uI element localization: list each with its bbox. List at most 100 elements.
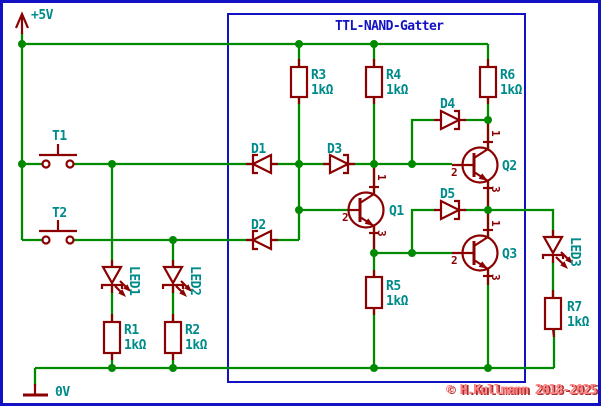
- switch-T2: T2: [39, 206, 77, 245]
- diode-D1: D1: [246, 142, 278, 175]
- r3-body: [289, 65, 309, 99]
- junction-dots: [18, 40, 492, 372]
- r4-body: [364, 65, 384, 99]
- diode-D3: D3: [323, 142, 355, 175]
- resistor-R1: R1 1kΩ: [102, 314, 147, 360]
- q2-ref-label: Q2: [502, 159, 517, 174]
- resistor-R2: R2 1kΩ: [163, 314, 208, 360]
- t2-ref-label: T2: [52, 206, 67, 221]
- led1-triangle-icon: [101, 265, 123, 286]
- junction: [484, 364, 492, 372]
- d3-ref-label: D3: [327, 142, 342, 157]
- wire-d5-branch: [410, 208, 436, 253]
- led2-arrowhead: [184, 284, 192, 292]
- d4-cathode-bar: [454, 109, 461, 131]
- r5-body: [364, 275, 384, 310]
- junction: [370, 364, 378, 372]
- d5-triangle-icon: [439, 199, 462, 221]
- q3-collector-diag: [473, 236, 489, 247]
- junction: [18, 40, 26, 48]
- junction: [295, 40, 303, 48]
- resistor-R4: R4 1kΩ: [364, 59, 409, 104]
- junction: [370, 40, 378, 48]
- q3-pin-emitter-num: 3: [489, 274, 502, 281]
- junction: [408, 160, 416, 168]
- t1-contact-right: [65, 159, 75, 169]
- switch-T1: T1: [39, 129, 77, 169]
- q2-pin-base-num: 2: [451, 166, 458, 179]
- led1-ref-label: LED1: [126, 266, 141, 296]
- led3-triangle-icon: [542, 235, 564, 256]
- r4-ref-label: R4: [386, 68, 401, 83]
- resistor-R3: R3 1kΩ: [289, 59, 334, 104]
- t2-contact-right: [65, 235, 75, 245]
- q2-collector-diag: [473, 148, 489, 159]
- led3-ref-label: LED3: [567, 237, 582, 266]
- junction: [169, 236, 177, 244]
- d2-triangle-icon: [250, 229, 273, 251]
- led1-arrowhead: [118, 289, 126, 297]
- gnd-symbol: 0V: [23, 384, 71, 400]
- r6-body: [478, 65, 498, 99]
- led1-arrowhead: [123, 284, 131, 292]
- r5-ref-label: R5: [386, 279, 401, 294]
- junction: [408, 249, 416, 257]
- d4-ref-label: D4: [440, 97, 455, 112]
- gnd-label: 0V: [55, 385, 70, 400]
- copyright-shadow: © H.Kullmann 2018-2025: [448, 384, 598, 399]
- q3-emitter-arrow: [478, 261, 488, 269]
- r2-body: [163, 320, 183, 355]
- q1-emitter-arrow: [364, 218, 374, 226]
- d1-cathode-bar: [251, 153, 258, 175]
- copyright-text: © H.Kullmann 2018-2025: [446, 383, 596, 398]
- r4-value-label: 1kΩ: [386, 83, 409, 98]
- q1-pin-collector-num: 1: [375, 174, 388, 181]
- r6-value-label: 1kΩ: [500, 83, 523, 98]
- gate-boundary-box: [227, 13, 526, 383]
- t2-contact-left: [41, 235, 51, 245]
- led2-ref-label: LED2: [187, 266, 202, 295]
- q1-pin-base-num: 2: [342, 211, 349, 224]
- q2-pin-emitter-num: 3: [489, 186, 502, 193]
- t1-ref-label: T1: [52, 129, 67, 144]
- junction: [484, 116, 492, 124]
- t1-contact-left: [41, 159, 51, 169]
- r7-pin: [551, 328, 556, 338]
- d5-cathode-bar: [454, 199, 461, 221]
- junction: [370, 249, 378, 257]
- led3-arrowhead: [560, 261, 568, 269]
- r1-body: [102, 320, 122, 355]
- led2-arrowhead: [179, 289, 187, 297]
- r2-value-label: 1kΩ: [185, 338, 208, 353]
- vcc-label: +5V: [31, 8, 54, 23]
- diode-D4: D4: [434, 97, 466, 131]
- r5-value-label: 1kΩ: [386, 294, 409, 309]
- wires: [20, 33, 556, 386]
- r7-value-label: 1kΩ: [567, 315, 590, 330]
- wire-d4-branch: [410, 118, 434, 164]
- resistor-R7: R7 1kΩ: [543, 290, 590, 338]
- junction: [108, 364, 116, 372]
- junction: [108, 160, 116, 168]
- transistor-Q1: 2 1 3 Q1: [342, 166, 405, 251]
- q2-emitter-arrow: [478, 173, 488, 181]
- d2-ref-label: D2: [251, 218, 266, 233]
- led3-arrowhead: [565, 256, 573, 264]
- q1-pin-emitter-num: 3: [375, 230, 388, 237]
- r3-ref-label: R3: [311, 68, 326, 83]
- led-LED3: LED3: [541, 230, 582, 269]
- transistor-Q2: 2 1 3 Q2: [451, 122, 517, 208]
- r7-body: [543, 296, 563, 331]
- diode-D5: D5: [434, 187, 466, 221]
- wire-output: [488, 208, 555, 238]
- vcc-symbol: +5V: [14, 8, 54, 34]
- resistor-R6: R6 1kΩ: [478, 59, 523, 104]
- q3-pin-collector-num: 1: [489, 220, 502, 227]
- copyright-watermark: © H.Kullmann 2018-2025 © H.Kullmann 2018…: [446, 383, 599, 399]
- schematic-title: TTL-NAND-Gatter: [335, 19, 444, 34]
- d4-triangle-icon: [439, 109, 462, 131]
- q3-pin-base-num: 2: [451, 254, 458, 267]
- r1-value-label: 1kΩ: [124, 338, 147, 353]
- led-LED2: LED2: [161, 260, 202, 297]
